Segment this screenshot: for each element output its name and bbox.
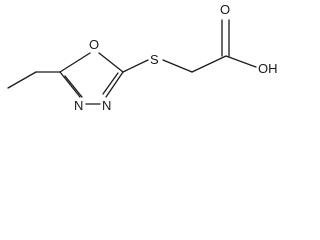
bond-c5-o1 — [59, 52, 91, 73]
bond-o1-c2 — [98, 52, 124, 73]
bond-c5-n4 — [59, 71, 81, 98]
bond-c2-s — [122, 59, 149, 73]
structure-diagram: O S O OH N N — [0, 0, 286, 124]
bond-c5-n4-double — [64, 75, 83, 98]
atom-labels: O S O OH N N — [74, 2, 278, 113]
bonds — [7, 19, 257, 105]
bond-methyl-ethyl — [7, 71, 37, 89]
atom-label-nitrogen-left: N — [74, 98, 83, 113]
atom-label-nitrogen-right: N — [102, 98, 111, 113]
atom-label-sulfur: S — [150, 52, 159, 67]
bond-c-oh — [225, 55, 257, 68]
bond-n3-c2-double — [102, 72, 119, 95]
atom-label-ring-oxygen: O — [89, 37, 99, 52]
bond-ch2-carboxyl — [191, 55, 227, 73]
bond-s-ch2 — [162, 59, 193, 73]
molecule-drawing: O S O OH N N — [7, 2, 278, 113]
atom-label-hydroxyl: OH — [258, 61, 278, 76]
bond-n3-c2 — [105, 71, 124, 98]
atom-label-carbonyl-oxygen: O — [220, 2, 230, 17]
